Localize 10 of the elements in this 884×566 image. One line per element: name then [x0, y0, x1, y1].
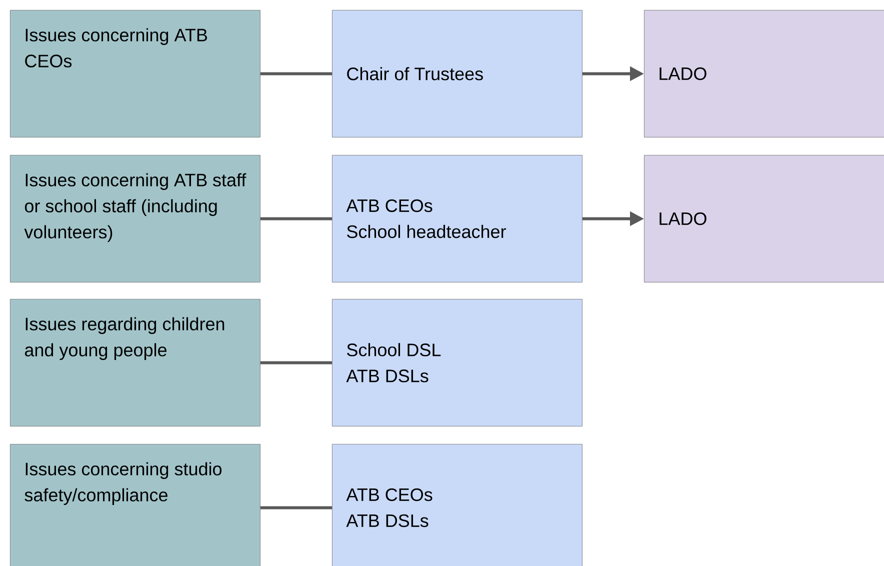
- contact-box: ATB CEOs School headteacher: [332, 155, 582, 282]
- lado-box: LADO: [644, 10, 884, 138]
- contact-box: Chair of Trustees: [332, 10, 582, 138]
- issue-box: Issues regarding children and young people: [10, 299, 260, 426]
- issue-box: Issues concerning ATB staff or school staff (including volunteers): [10, 155, 260, 282]
- issue-box: Issues concerning studio safety/compliance: [10, 444, 260, 566]
- issue-box: Issues concerning ATB CEOs: [10, 10, 260, 138]
- contact-box: ATB CEOs ATB DSLs: [332, 444, 582, 566]
- contact-box: School DSL ATB DSLs: [332, 299, 582, 426]
- lado-box: LADO: [644, 155, 884, 282]
